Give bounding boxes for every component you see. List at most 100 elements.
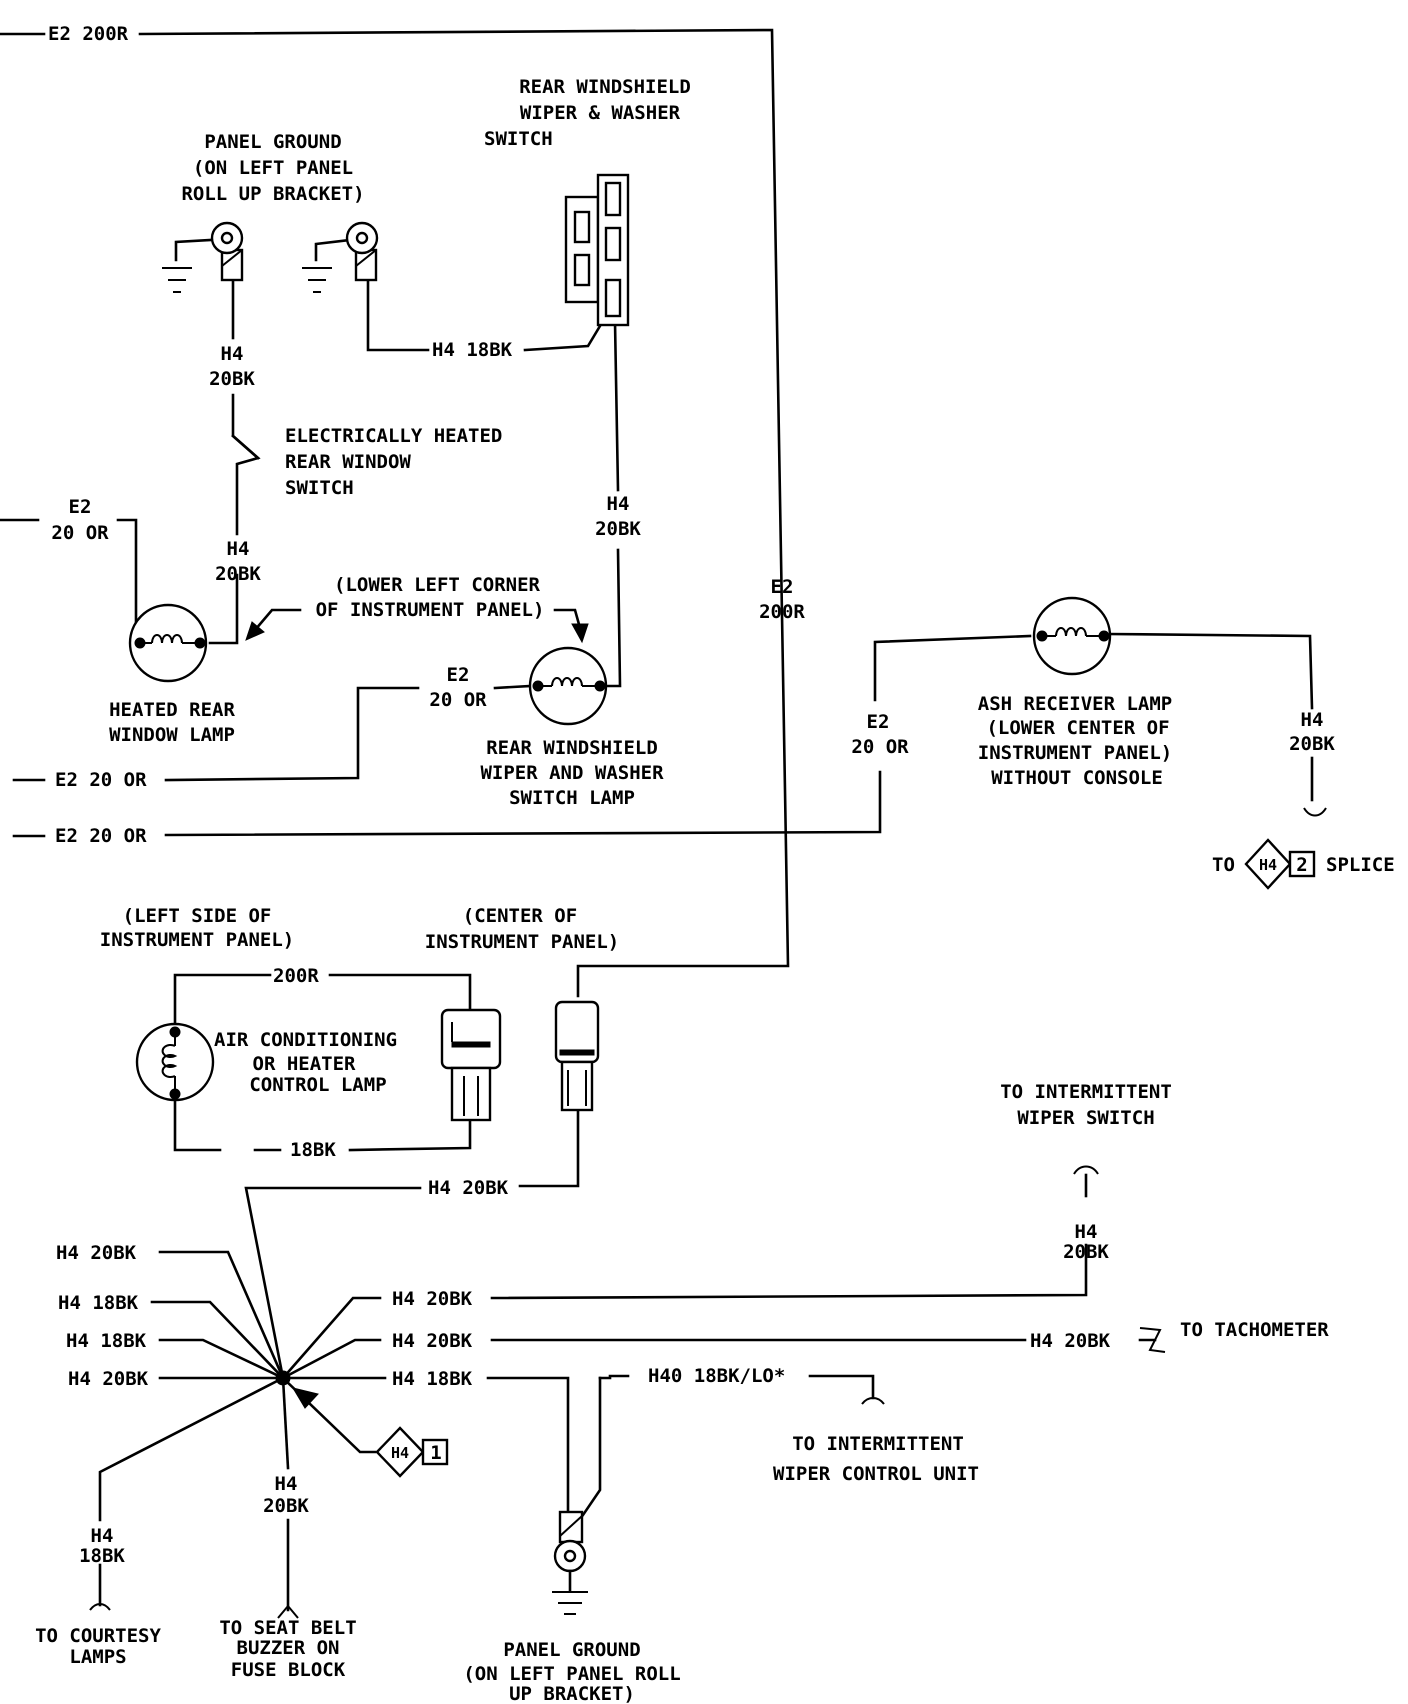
label-e2-200r-top: E2 200R: [48, 23, 129, 45]
label-to-seatbelt-1: TO SEAT BELT: [219, 1617, 356, 1639]
label-h4-rear-1: H4: [607, 493, 630, 515]
seatbelt-break: [277, 1604, 299, 1619]
wire-ac-18bk: [173, 1093, 472, 1152]
label-rear-lamp-1: REAR WINDSHIELD: [486, 737, 658, 759]
splice-spokes: [98, 1250, 387, 1612]
label-left-side-2: INSTRUMENT PANEL): [100, 929, 294, 951]
lower-left-arrow: [245, 608, 589, 644]
label-e2-200r-vert-1: E2: [771, 576, 794, 598]
label-h4-ground-2: 20BK: [209, 368, 255, 390]
label-h4-courtesy-1: H4: [91, 1525, 114, 1547]
wire-e2-20or-rear-lamp: [164, 684, 532, 782]
label-rear-switch-1: REAR WINDSHIELD: [519, 76, 691, 98]
label-splice1-num: 1: [430, 1442, 441, 1464]
wire-ac-200r: [173, 973, 472, 1029]
label-ac-lamp-3: CONTROL LAMP: [249, 1074, 386, 1096]
splice-h4-1: [375, 1426, 449, 1478]
label-rear-switch-2: WIPER & WASHER: [520, 102, 681, 124]
label-panel-ground-bottom-1: PANEL GROUND: [503, 1639, 640, 1661]
label-to-int-switch-1: TO INTERMITTENT: [1000, 1081, 1172, 1103]
wire-h4-20bk-ground: [208, 278, 261, 645]
center-connector: [554, 1000, 600, 1112]
label-to-int-unit-2: WIPER CONTROL UNIT: [773, 1463, 979, 1485]
label-rear-switch-3: SWITCH: [484, 128, 553, 150]
label-e2-left-2: E2 20 OR: [55, 825, 147, 847]
label-splice-left-1: H4 20BK: [56, 1242, 137, 1264]
label-ash-lamp-2: (LOWER CENTER OF: [986, 717, 1169, 739]
label-to-courtesy-2: LAMPS: [69, 1646, 126, 1668]
heated-rear-window-lamp: [128, 603, 208, 683]
label-ash-lamp-1: ASH RECEIVER LAMP: [978, 693, 1172, 715]
label-splice2-num: 2: [1296, 854, 1307, 876]
label-h4-int-2: 20BK: [1063, 1241, 1109, 1263]
label-h4-ash-2: 20BK: [1289, 733, 1335, 755]
wire-e2-20or-ash: [164, 632, 1314, 837]
rear-windshield-switch: [564, 173, 630, 327]
label-h4-rear-2: 20BK: [595, 518, 641, 540]
label-splice-left-2: H4 18BK: [58, 1292, 139, 1314]
label-splice2-prefix: TO: [1212, 854, 1235, 876]
label-h4-center: H4 20BK: [428, 1177, 509, 1199]
label-center-2: INSTRUMENT PANEL): [425, 931, 619, 953]
label-ac-lamp-1: AIR CONDITIONING: [214, 1029, 397, 1051]
label-e2-left-1: E2 20 OR: [55, 769, 147, 791]
label-e2-rear-1: E2: [447, 664, 470, 686]
label-e2-ash-1: E2: [867, 711, 890, 733]
wire-h4-18bk-switch: [366, 278, 602, 352]
panel-ground-top-1: [162, 221, 244, 293]
label-splice1-code: H4: [391, 1444, 409, 1462]
intermittent-switch-break: [1073, 1165, 1099, 1175]
courtesy-break: [89, 1603, 111, 1611]
label-lower-left-1: (LOWER LEFT CORNER: [334, 574, 540, 596]
label-e2-heated-2: 20 OR: [51, 522, 109, 544]
label-h4-heated-2: 20BK: [215, 563, 261, 585]
splice-h4-2: [1244, 838, 1316, 890]
splice-dot: [275, 1370, 291, 1386]
label-h4-18bk-switch: H4 18BK: [432, 339, 513, 361]
label-heated-lamp-1: HEATED REAR: [109, 699, 235, 721]
panel-ground-top-2: [302, 221, 379, 293]
wire-h4-20bk-intermittent: [490, 1173, 1088, 1300]
label-to-seatbelt-2: BUZZER ON: [237, 1637, 340, 1659]
label-center-1: (CENTER OF: [463, 905, 577, 927]
label-panel-ground-top-3: ROLL UP BRACKET): [181, 183, 364, 205]
label-ash-lamp-4: WITHOUT CONSOLE: [991, 767, 1163, 789]
label-splice-right-3: H4 18BK: [392, 1368, 473, 1390]
label-to-tach: TO TACHOMETER: [1180, 1319, 1329, 1341]
label-h4-tach: H4 20BK: [1030, 1330, 1111, 1352]
label-rear-lamp-3: SWITCH LAMP: [509, 787, 635, 809]
label-to-int-unit-1: TO INTERMITTENT: [792, 1433, 964, 1455]
label-left-side-1: (LEFT SIDE OF: [123, 905, 272, 927]
heated-switch-symbol: [231, 434, 260, 460]
label-heated-switch-3: SWITCH: [285, 477, 354, 499]
ac-heater-control-lamp: [135, 1022, 215, 1102]
wire-h4-20bk-center: [244, 1110, 580, 1380]
rear-switch-lamp: [528, 646, 608, 726]
label-to-seatbelt-3: FUSE BLOCK: [231, 1659, 346, 1681]
label-heated-lamp-2: WINDOW LAMP: [109, 724, 235, 746]
label-splice-left-4: H4 20BK: [68, 1368, 149, 1390]
label-lower-left-2: OF INSTRUMENT PANEL): [316, 599, 545, 621]
label-splice-right-1: H4 20BK: [392, 1288, 473, 1310]
label-h4-ground-1: H4: [221, 343, 244, 365]
label-h4-ash-1: H4: [1301, 709, 1324, 731]
label-ac-18bk: 18BK: [290, 1139, 336, 1161]
wire-h4-18bk-ground: [486, 1374, 875, 1517]
wire-h4-20bk-rear-switch: [600, 320, 622, 688]
label-to-int-switch-2: WIPER SWITCH: [1017, 1107, 1154, 1129]
label-splice2-code: H4: [1259, 856, 1277, 874]
tachometer-break: [1139, 1327, 1166, 1353]
label-e2-200r-vert-2: 200R: [759, 601, 805, 623]
label-e2-heated-1: E2: [69, 496, 92, 518]
label-ash-lamp-3: INSTRUMENT PANEL): [978, 742, 1172, 764]
label-splice-right-2: H4 20BK: [392, 1330, 473, 1352]
label-panel-ground-bottom-2: (ON LEFT PANEL ROLL: [463, 1663, 680, 1685]
label-panel-ground-top-2: (ON LEFT PANEL: [193, 157, 353, 179]
label-h4-seatbelt-2: 20BK: [263, 1495, 309, 1517]
panel-ground-bottom: [552, 1510, 588, 1615]
label-h40: H40 18BK/LO*: [648, 1365, 785, 1387]
label-h4-courtesy-2: 18BK: [79, 1545, 125, 1567]
label-h4-int-1: H4: [1075, 1221, 1098, 1243]
ash-h4-wire-break: [1303, 807, 1327, 817]
